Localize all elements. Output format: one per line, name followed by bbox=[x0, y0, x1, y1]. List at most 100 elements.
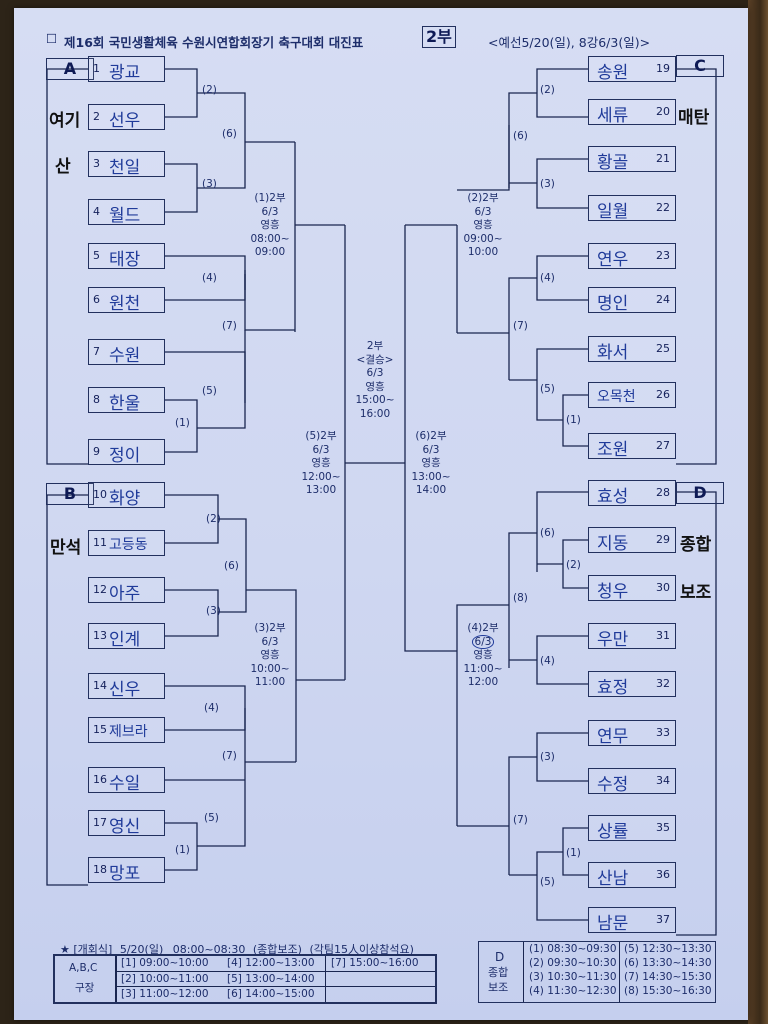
team-name: 월드 bbox=[109, 206, 141, 226]
team-number: 9 bbox=[93, 445, 100, 458]
team-number: 14 bbox=[93, 679, 107, 692]
team-number: 22 bbox=[656, 201, 670, 214]
team-number: 4 bbox=[93, 205, 100, 218]
team-name: 송원 bbox=[597, 63, 629, 83]
schedule-slot: [3] 11:00~12:00 bbox=[121, 988, 209, 1000]
match-label: (5) bbox=[202, 385, 217, 397]
team-name: 신우 bbox=[109, 680, 141, 700]
team-number: 7 bbox=[93, 345, 100, 358]
schedule-slot: (3) 10:30~11:30 bbox=[529, 971, 617, 983]
schedule-d-label-2: 종합 bbox=[488, 966, 509, 979]
match-label: (7) bbox=[222, 750, 237, 762]
match-label: (3) bbox=[206, 605, 221, 617]
team-name: 효성 bbox=[597, 487, 629, 507]
team-slot: 우만 31 bbox=[588, 623, 676, 650]
team-name: 수정 bbox=[597, 775, 629, 795]
team-number: 11 bbox=[93, 536, 107, 549]
match-label: (8) bbox=[513, 592, 528, 604]
match-label: (2) bbox=[206, 513, 221, 525]
match-label: (6) bbox=[224, 560, 239, 572]
schedule-slot: [1] 09:00~10:00 bbox=[121, 957, 209, 969]
schedule-slot: (4) 11:30~12:30 bbox=[529, 985, 617, 997]
match-label: (4) bbox=[204, 702, 219, 714]
team-number: 37 bbox=[656, 913, 670, 926]
team-number: 12 bbox=[93, 583, 107, 596]
schedule-slot: [4] 12:00~13:00 bbox=[227, 957, 315, 969]
team-name: 지동 bbox=[597, 534, 629, 554]
match-label: (3) bbox=[202, 178, 217, 190]
team-slot: 지동 29 bbox=[588, 527, 676, 554]
team-number: 23 bbox=[656, 249, 670, 262]
team-number: 29 bbox=[656, 533, 670, 546]
match-label: (1) bbox=[175, 417, 190, 429]
team-number: 32 bbox=[656, 677, 670, 690]
team-number: 33 bbox=[656, 726, 670, 739]
team-name: 수일 bbox=[109, 774, 141, 794]
team-name: 인계 bbox=[109, 630, 141, 650]
team-name: 화양 bbox=[109, 489, 141, 509]
team-name: 아주 bbox=[109, 584, 141, 604]
team-name: 조원 bbox=[597, 440, 629, 460]
schedule-venue-2: 구장 bbox=[75, 982, 95, 994]
team-number: 10 bbox=[93, 488, 107, 501]
team-name: 명인 bbox=[597, 294, 629, 314]
team-name: 우만 bbox=[597, 630, 629, 650]
team-number: 21 bbox=[656, 152, 670, 165]
group-c-venue: 매탄 bbox=[678, 108, 710, 128]
group-d-venue-2: 보조 bbox=[680, 583, 712, 603]
team-name: 수원 bbox=[109, 346, 141, 366]
team-name: 화서 bbox=[597, 343, 629, 363]
match-label: (7) bbox=[513, 814, 528, 826]
match-label: (3) bbox=[540, 751, 555, 763]
team-number: 25 bbox=[656, 342, 670, 355]
team-name: 원천 bbox=[109, 294, 141, 314]
header-checkbox: ☐ bbox=[46, 31, 58, 46]
team-name: 선우 bbox=[109, 111, 141, 131]
schedule-slot: [6] 14:00~15:00 bbox=[227, 988, 315, 1000]
background-wood bbox=[748, 0, 768, 1024]
match-label: (2) bbox=[566, 559, 581, 571]
team-name: 망포 bbox=[109, 864, 141, 884]
match-label: (3) bbox=[540, 178, 555, 190]
team-name: 세류 bbox=[597, 106, 629, 126]
team-number: 16 bbox=[93, 773, 107, 786]
team-slot: 산남 36 bbox=[588, 862, 676, 889]
schedule-slot: (5) 12:30~13:30 bbox=[624, 943, 712, 955]
match-label: (4) bbox=[540, 655, 555, 667]
team-number: 24 bbox=[656, 293, 670, 306]
match-label: (5) bbox=[204, 812, 219, 824]
team-number: 27 bbox=[656, 439, 670, 452]
group-a-venue-2: 산 bbox=[55, 157, 71, 177]
match-label: (4) bbox=[202, 272, 217, 284]
schedule-note: <예선5/20(일), 8강6/3(일)> bbox=[488, 35, 651, 50]
team-number: 36 bbox=[656, 868, 670, 881]
team-name: 산남 bbox=[597, 869, 629, 889]
team-name: 청우 bbox=[597, 582, 629, 602]
team-number: 31 bbox=[656, 629, 670, 642]
team-number: 26 bbox=[656, 388, 670, 401]
team-number: 6 bbox=[93, 293, 100, 306]
match-label: (4) bbox=[540, 272, 555, 284]
team-slot: 명인 24 bbox=[588, 287, 676, 314]
schedule-d-table: D 종합 보조 (1) 08:30~09:30 (2) 09:30~10:30 … bbox=[478, 941, 716, 1003]
